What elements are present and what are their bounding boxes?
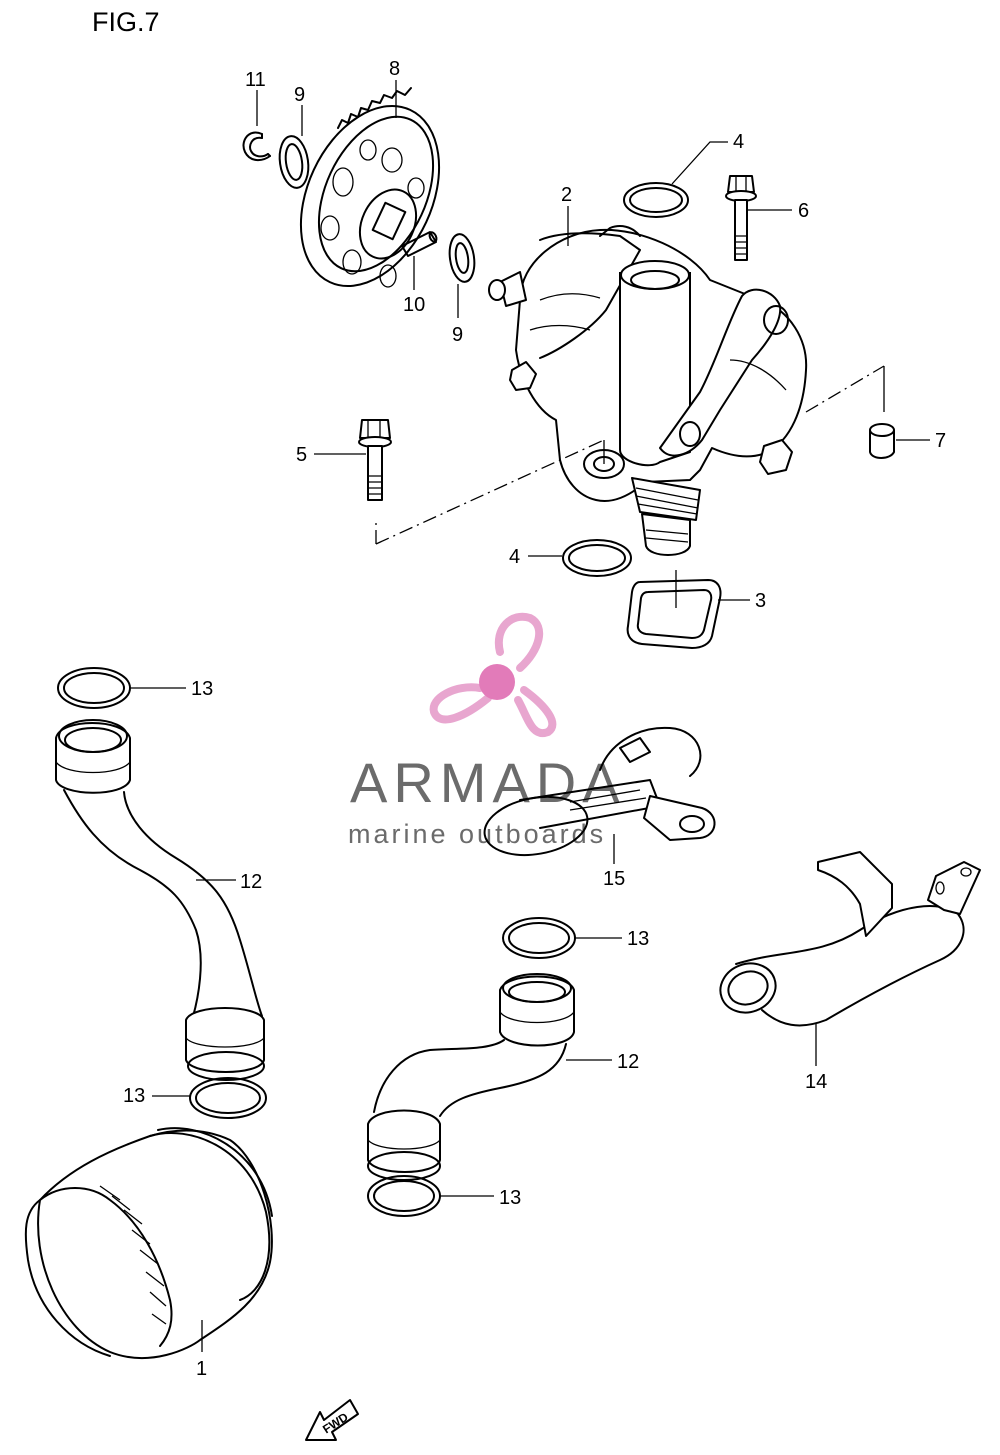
part-9-washer-upper bbox=[278, 135, 310, 189]
fwd-arrow-icon: FWD bbox=[305, 1399, 359, 1441]
part-12-pipe-left bbox=[55, 719, 265, 1081]
propeller-logo-icon bbox=[429, 612, 557, 738]
part-6-bolt bbox=[725, 175, 757, 261]
callout-9-lower: 9 bbox=[452, 324, 463, 346]
callout-13-b: 13 bbox=[123, 1085, 145, 1107]
callout-1: 1 bbox=[196, 1358, 207, 1380]
leader-4-upper bbox=[671, 141, 728, 185]
part-3-gasket bbox=[626, 579, 722, 649]
part-15-clamp bbox=[483, 726, 716, 857]
assembly-line-5 bbox=[375, 439, 605, 545]
callout-8: 8 bbox=[389, 58, 400, 80]
part-7-collar bbox=[869, 423, 895, 459]
part-1-oil-filter bbox=[24, 1127, 273, 1360]
callout-4-lower: 4 bbox=[509, 546, 520, 568]
part-13-o-ring-middle-lower bbox=[367, 1175, 441, 1217]
callout-3: 3 bbox=[755, 590, 766, 612]
part-11-circlip bbox=[242, 131, 271, 162]
armada-watermark-logo: ARMADA marine outboards bbox=[348, 612, 626, 849]
callout-12-middle: 12 bbox=[617, 1051, 639, 1073]
part-10-pin bbox=[401, 231, 438, 257]
watermark-name: ARMADA bbox=[350, 751, 626, 814]
callout-4-upper: 4 bbox=[733, 131, 744, 153]
callout-6: 6 bbox=[798, 200, 809, 222]
part-4-o-ring-upper bbox=[623, 182, 689, 218]
part-2-oil-pump-body bbox=[488, 225, 808, 556]
part-14-oil-strainer bbox=[719, 851, 981, 1027]
part-9-washer-lower bbox=[448, 233, 476, 283]
part-5-bolt bbox=[358, 419, 392, 501]
part-13-o-ring-middle-upper bbox=[502, 917, 576, 959]
callout-7: 7 bbox=[935, 430, 946, 452]
callout-9-upper: 9 bbox=[294, 84, 305, 106]
part-13-o-ring-upper-left bbox=[57, 667, 131, 709]
leader-3 bbox=[675, 570, 750, 608]
callout-13-a: 13 bbox=[191, 678, 213, 700]
assembly-line-7 bbox=[805, 365, 885, 413]
callout-11: 11 bbox=[245, 69, 266, 91]
callout-13-d: 13 bbox=[499, 1187, 521, 1209]
callout-15: 15 bbox=[603, 868, 625, 890]
figure-title: FIG.7 bbox=[92, 7, 160, 37]
callout-5: 5 bbox=[296, 444, 307, 466]
part-4-o-ring-lower bbox=[562, 539, 632, 577]
callout-12-left: 12 bbox=[240, 871, 262, 893]
callout-10: 10 bbox=[403, 294, 425, 316]
callout-14: 14 bbox=[805, 1071, 827, 1093]
part-12-pipe-middle bbox=[367, 973, 575, 1181]
callout-2: 2 bbox=[561, 184, 572, 206]
callout-13-c: 13 bbox=[627, 928, 649, 950]
part-13-o-ring-lower-left bbox=[189, 1077, 267, 1119]
